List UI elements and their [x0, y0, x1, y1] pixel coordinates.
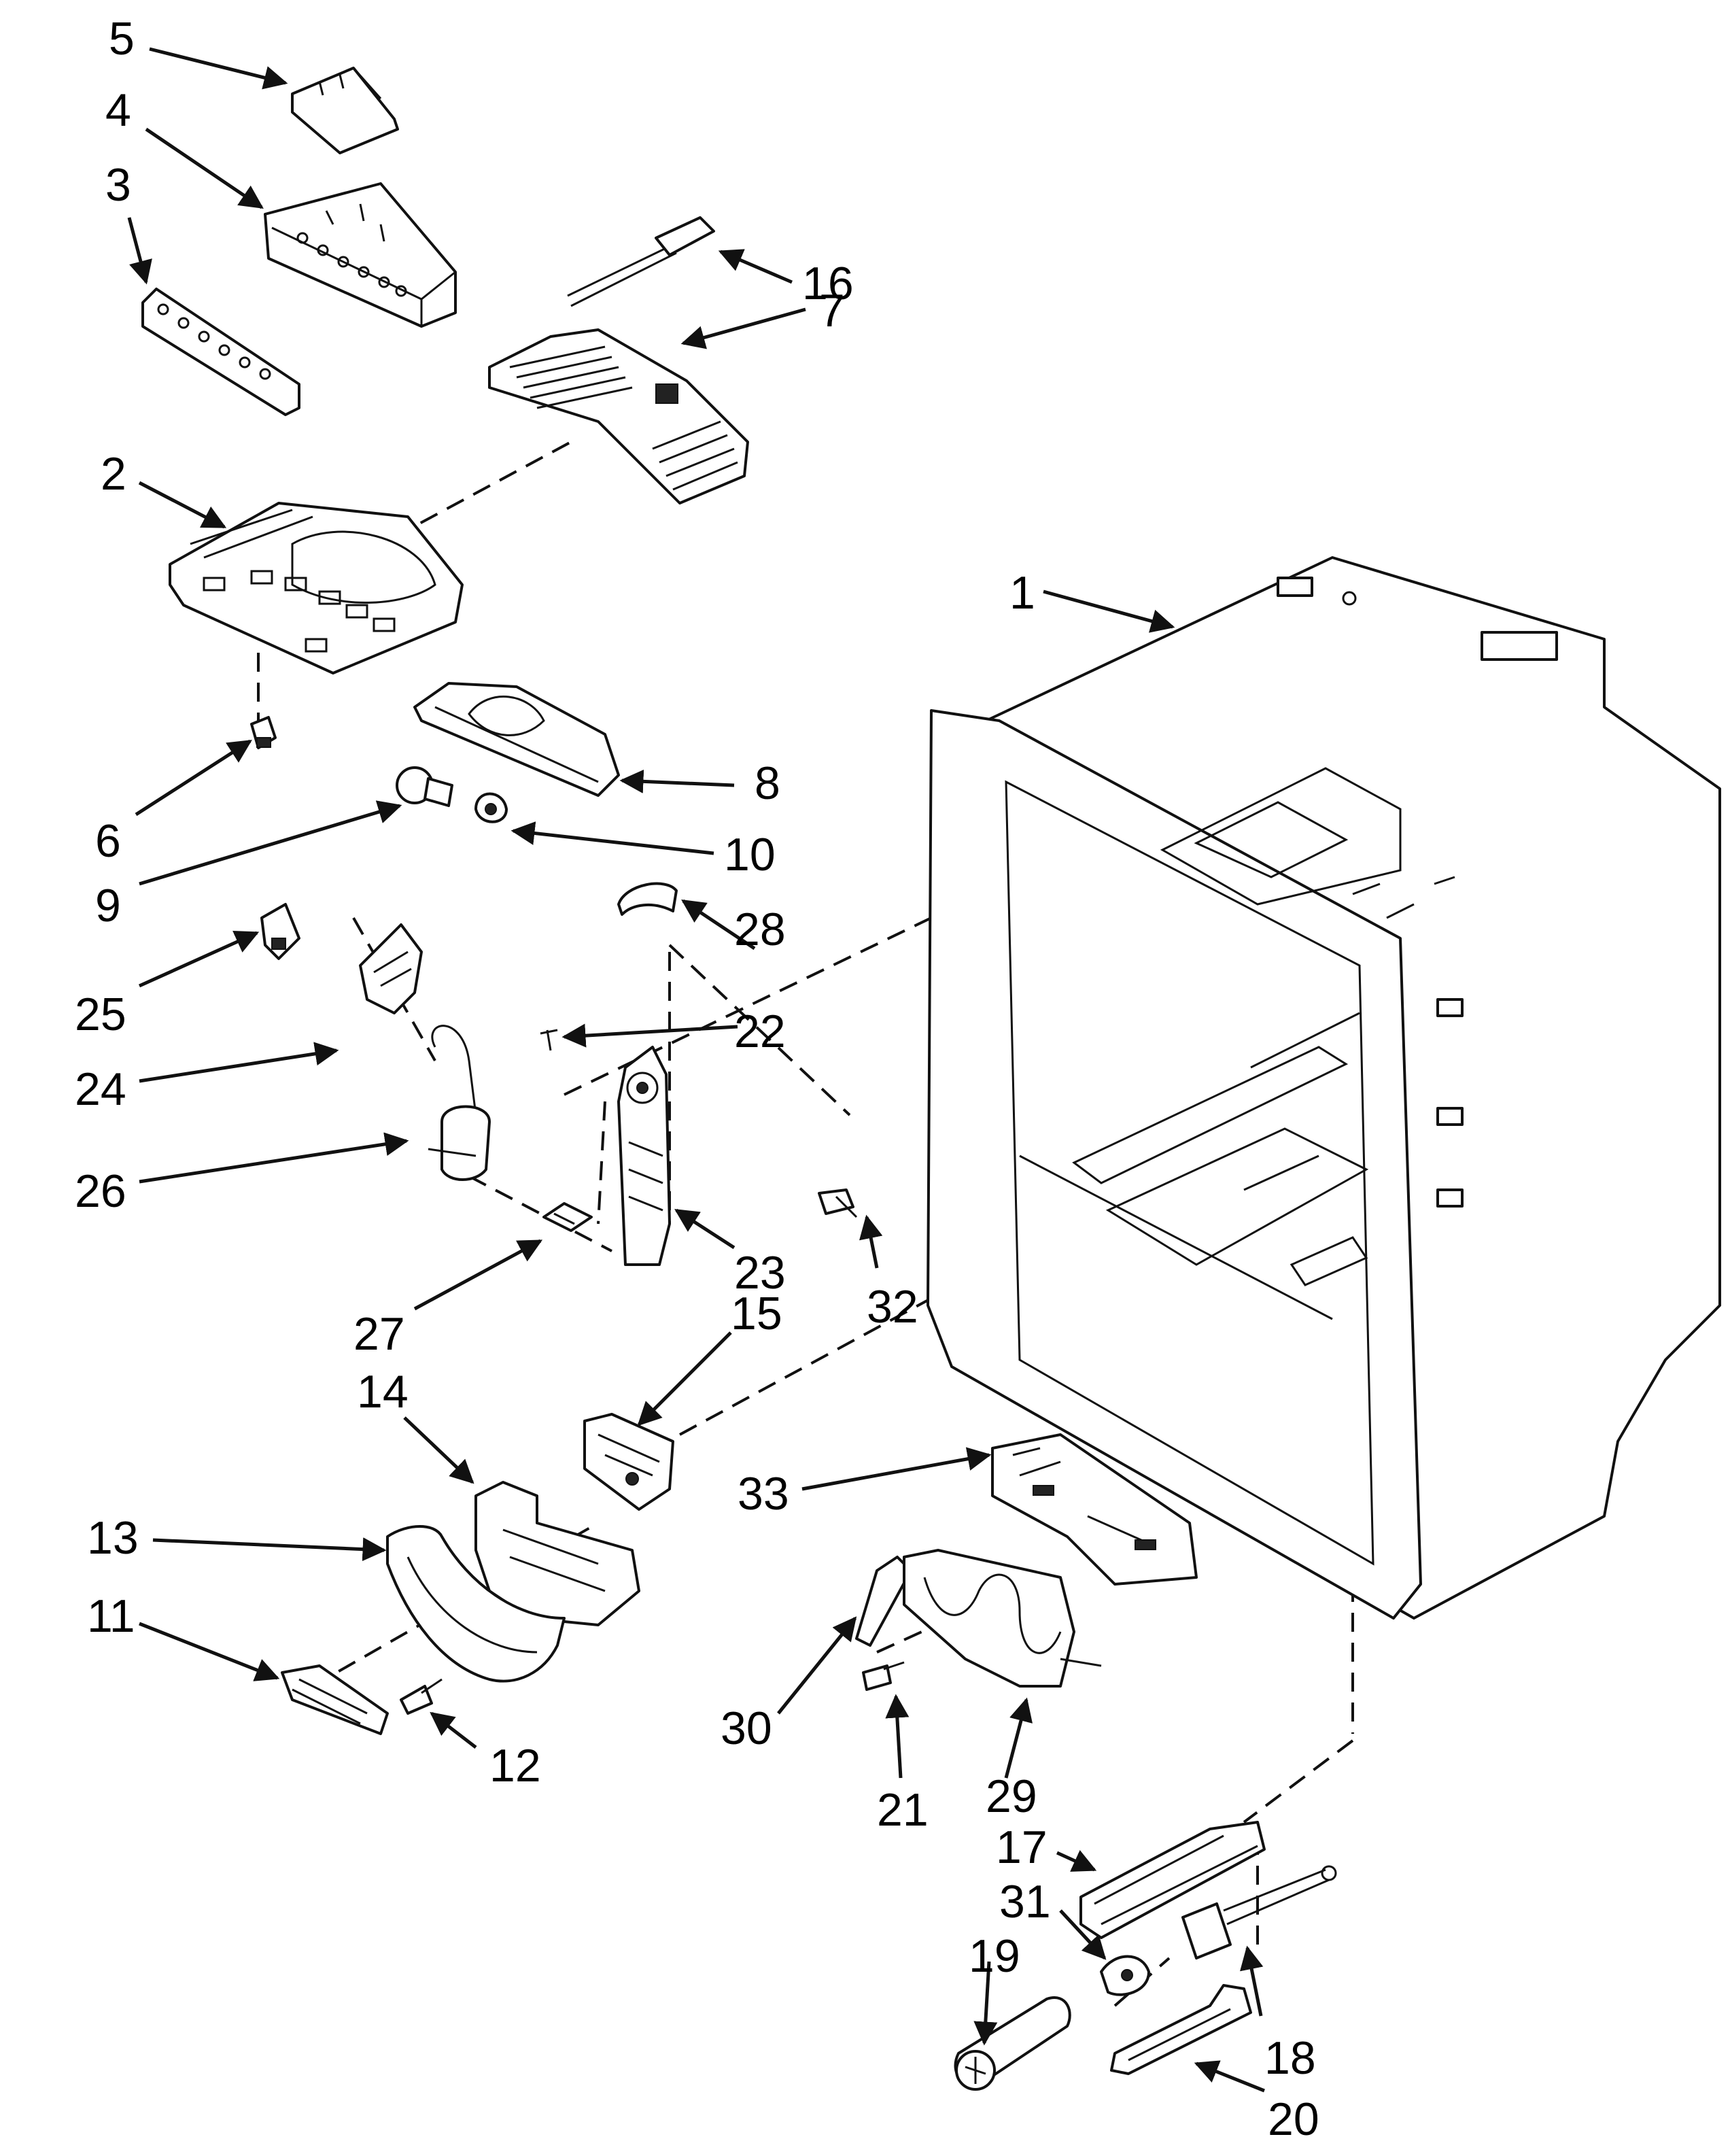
callout-22: 22 [734, 1006, 786, 1057]
callout-3: 3 [105, 159, 131, 211]
callout-14: 14 [357, 1366, 409, 1418]
callout-26: 26 [75, 1165, 126, 1217]
callout-20: 20 [1268, 2093, 1319, 2145]
callout-28: 28 [734, 904, 786, 955]
part-2 [169, 502, 464, 674]
callout-31: 31 [999, 1876, 1051, 1928]
part-19 [954, 1996, 1071, 2091]
callout-29: 29 [986, 1770, 1037, 1822]
part-29 [903, 1549, 1102, 1688]
refrigerator-liner [927, 556, 1721, 1620]
part-28 [617, 882, 678, 916]
callout-12: 12 [489, 1740, 541, 1792]
part-32 [818, 1188, 858, 1218]
callout-9: 9 [95, 880, 121, 931]
part-31 [1100, 1955, 1150, 1996]
part-3 [141, 288, 300, 416]
callout-16: 16 [802, 258, 854, 309]
part-26 [428, 1025, 491, 1181]
part-25 [260, 903, 300, 960]
callout-23: 23 [734, 1247, 786, 1299]
part-16 [567, 216, 715, 307]
callout-2: 2 [101, 448, 126, 500]
part-12 [400, 1678, 443, 1715]
part-13 [386, 1525, 566, 1683]
part-21 [862, 1661, 905, 1691]
callout-17: 17 [996, 1821, 1048, 1873]
part-18 [1181, 1865, 1337, 1960]
part-23 [617, 1046, 671, 1266]
callout-30: 30 [721, 1702, 772, 1754]
part-20 [1110, 1984, 1252, 2075]
callout-25: 25 [75, 989, 126, 1040]
part-5 [291, 67, 399, 154]
part-4 [264, 182, 457, 328]
callout-27: 27 [353, 1308, 405, 1360]
part-24 [359, 923, 423, 1014]
callout-10: 10 [724, 829, 776, 880]
part-9 [396, 766, 453, 807]
callout-11: 11 [87, 1590, 135, 1642]
callout-15: 15 [731, 1288, 782, 1339]
callout-6: 6 [95, 815, 121, 867]
callout-24: 24 [75, 1063, 126, 1115]
callout-4: 4 [105, 84, 131, 136]
callout-13: 13 [87, 1512, 139, 1564]
part-17 [1079, 1821, 1266, 1939]
part-10 [474, 792, 508, 823]
callout-21: 21 [877, 1784, 929, 1836]
callout-5: 5 [109, 13, 135, 65]
part-7 [488, 328, 749, 504]
part-22 [540, 1029, 558, 1051]
callout-labels: 5 4 3 16 7 2 1 8 6 10 9 28 25 22 24 26 2… [75, 13, 1319, 2145]
callout-32: 32 [867, 1281, 918, 1333]
part-30 [855, 1556, 912, 1647]
callout-33: 33 [738, 1468, 789, 1520]
part-15 [583, 1413, 674, 1511]
part-27 [542, 1202, 593, 1232]
part-11 [281, 1664, 389, 1735]
callout-8: 8 [755, 757, 780, 809]
callout-1: 1 [1009, 567, 1035, 619]
callout-7: 7 [819, 285, 845, 337]
callout-19: 19 [969, 1930, 1020, 1982]
leader-arrows [127, 47, 1265, 2093]
part-8 [413, 682, 620, 797]
callout-18: 18 [1264, 2032, 1316, 2084]
part-33 [991, 1433, 1198, 1586]
part-6 [250, 716, 277, 749]
part-14 [474, 1481, 640, 1626]
